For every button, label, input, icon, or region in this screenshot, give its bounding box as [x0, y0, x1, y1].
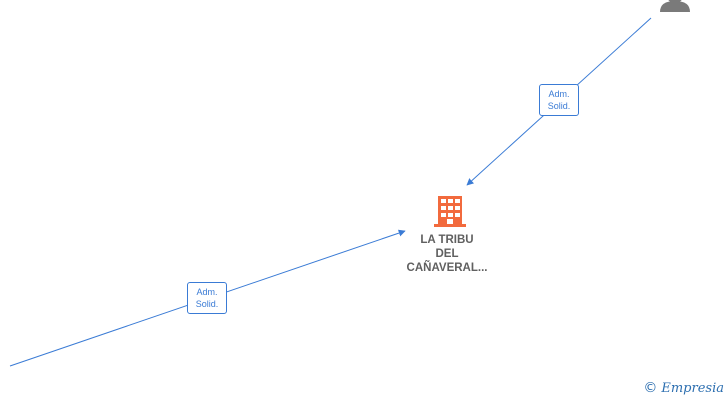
- company-name-line: LA TRIBU: [420, 234, 474, 246]
- watermark-text: Empresia: [661, 380, 724, 396]
- edge-label-line1: Adm.: [196, 287, 218, 297]
- copyright-icon: ©: [643, 380, 658, 396]
- edge-label-line1: Adm.: [548, 89, 570, 99]
- building-icon[interactable]: [434, 196, 466, 227]
- edge-label-line2: Solid.: [195, 299, 219, 309]
- edge-label-top[interactable]: Adm. Solid.: [539, 84, 579, 116]
- company-name-line: DEL: [435, 248, 459, 260]
- person-icon[interactable]: [660, 0, 690, 12]
- empresia-watermark: © Empresia: [643, 380, 724, 396]
- company-name-label[interactable]: LA TRIBU DEL CAÑAVERAL...: [388, 233, 506, 275]
- edge-label-bottom[interactable]: Adm. Solid.: [187, 282, 227, 314]
- edge-label-line2: Solid.: [547, 101, 571, 111]
- company-name-line: CAÑAVERAL...: [406, 262, 488, 274]
